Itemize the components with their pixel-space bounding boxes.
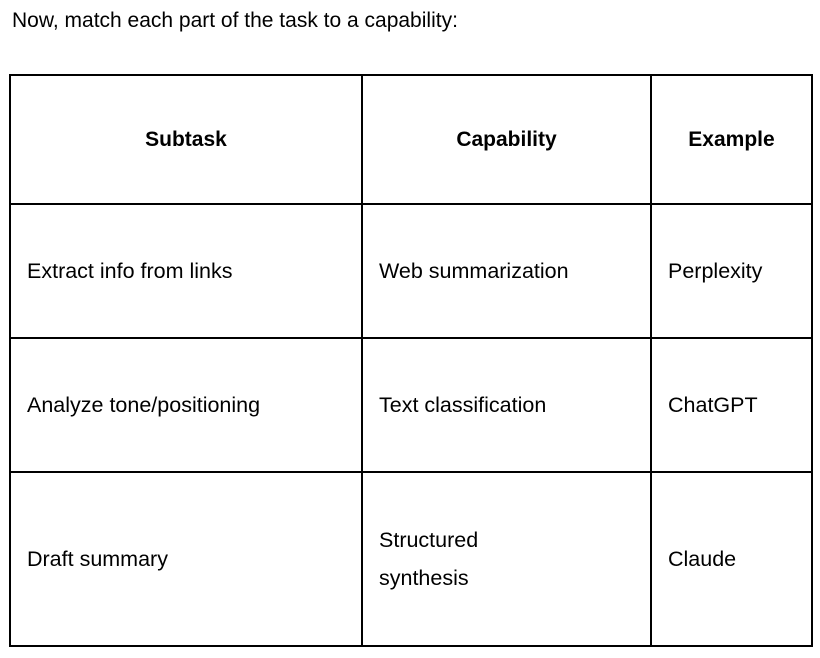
table-body: Extract info from links Web summarizatio… [9,203,813,647]
table-row: Analyze tone/positioning Text classifica… [9,337,813,473]
cell-capability: Web summarization [361,203,652,339]
table-row: Draft summary Structured synthesis Claud… [9,471,813,647]
table-header-row: Subtask Capability Example [9,74,813,205]
cell-capability-line-2: synthesis [379,566,469,590]
cell-capability-line-1: Structured [379,528,479,552]
cell-subtask: Extract info from links [9,203,363,339]
cell-capability-text: Structured synthesis [379,521,634,597]
cell-example: Claude [650,471,813,647]
intro-sentence: Now, match each part of the task to a ca… [12,9,458,32]
table-row: Extract info from links Web summarizatio… [9,203,813,339]
cell-capability: Structured synthesis [361,471,652,647]
cell-example: Perplexity [650,203,813,339]
cell-capability: Text classification [361,337,652,473]
cell-subtask: Analyze tone/positioning [9,337,363,473]
column-header-subtask: Subtask [9,74,363,205]
column-header-capability: Capability [361,74,652,205]
cell-example: ChatGPT [650,337,813,473]
cell-subtask: Draft summary [9,471,363,647]
subtask-capability-table: Subtask Capability Example Extract info … [9,74,813,647]
table-header: Subtask Capability Example [9,74,813,205]
column-header-example: Example [650,74,813,205]
